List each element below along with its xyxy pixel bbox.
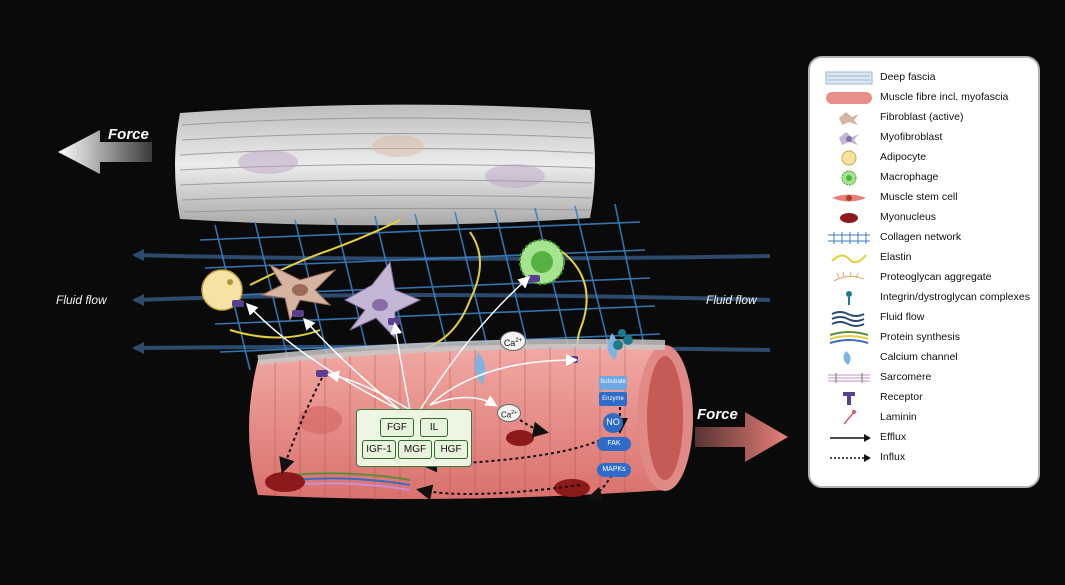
adipocyte-icon <box>841 150 857 166</box>
myonucleus-icon <box>840 213 858 223</box>
signal-pathway <box>597 376 631 477</box>
growth-factor-il: IL <box>420 418 448 437</box>
adipocyte <box>201 269 243 311</box>
growth-factor-fgf: FGF <box>380 418 414 437</box>
force-label-left: Force <box>108 126 149 143</box>
legend-label: Calcium channel <box>880 351 958 363</box>
integrin-icon <box>846 291 852 305</box>
fluid-flow-label-right: Fluid flow <box>706 293 757 307</box>
muscle-stem-cell-icon <box>832 194 866 202</box>
elastin-icon <box>831 254 867 264</box>
calcium-channel-icon <box>843 351 851 365</box>
legend-item-adipocyte: Adipocyte <box>810 148 1042 168</box>
myonuclei <box>265 430 590 497</box>
legend-item-integrin: Integrin/dystroglycan complexes <box>810 288 1042 308</box>
enzyme-label: Enzyme <box>602 396 624 402</box>
force-label-right: Force <box>697 406 738 423</box>
muscle-fibre-icon <box>826 92 872 104</box>
legend-item-influx: Influx <box>810 448 1042 468</box>
fibroblast-icon <box>839 112 859 125</box>
macrophage-icon <box>841 170 857 186</box>
legend-panel: Deep fascia Muscle fibre incl. myofascia… <box>808 56 1040 488</box>
sarcomere-icon <box>828 373 870 383</box>
fak-label: FAK <box>607 440 621 447</box>
legend-item-fluid-flow: Fluid flow <box>810 308 1042 328</box>
legend-label: Collagen network <box>880 231 962 243</box>
legend-item-muscle-fibre: Muscle fibre incl. myofascia <box>810 88 1042 108</box>
legend-item-collagen: Collagen network <box>810 228 1042 248</box>
legend-item-macrophage: Macrophage <box>810 168 1042 188</box>
legend-item-myonucleus: Myonucleus <box>810 208 1042 228</box>
legend-label: Protein synthesis <box>880 331 960 343</box>
legend-label: Myofibroblast <box>880 131 943 143</box>
nitric-oxide-label: NO <box>606 417 620 427</box>
substrate-label: Substrate <box>600 379 626 385</box>
legend-item-fibroblast: Fibroblast (active) <box>810 108 1042 128</box>
legend-item-receptor: Receptor <box>810 388 1042 408</box>
legend-label: Laminin <box>880 411 917 423</box>
legend-item-muscle-stem-cell: Muscle stem cell <box>810 188 1042 208</box>
fluid-flow-label-left: Fluid flow <box>56 293 107 307</box>
legend-label: Myonucleus <box>880 211 937 223</box>
growth-factor-igf1: IGF-1 <box>362 440 396 459</box>
receptors <box>232 275 578 377</box>
mapks-label: MAPKs <box>602 466 626 473</box>
legend-item-laminin: Laminin <box>810 408 1042 428</box>
calcium-ion-2: Ca2+ <box>497 404 521 422</box>
laminin-icon <box>843 410 856 425</box>
legend-label: Muscle stem cell <box>880 191 958 203</box>
fluid-flow-icon <box>831 311 865 327</box>
influx-arrow-icon <box>830 454 871 462</box>
force-arrow-left <box>58 130 152 174</box>
legend-label: Efflux <box>880 431 907 443</box>
calcium-ion-1: Ca2+ <box>500 331 526 351</box>
legend-item-proteoglycan: Proteoglycan aggregate <box>810 268 1042 288</box>
efflux-arrows <box>245 275 578 411</box>
legend-label: Receptor <box>880 391 923 403</box>
legend-label: Elastin <box>880 251 912 263</box>
legend-item-protein-synthesis: Protein synthesis <box>810 328 1042 348</box>
force-arrow-right <box>695 412 788 462</box>
legend-label: Sarcomere <box>880 371 932 383</box>
legend-item-deep-fascia: Deep fascia <box>810 68 1042 88</box>
growth-factor-mgf: MGF <box>398 440 432 459</box>
integrin-complexes <box>613 329 633 350</box>
macrophage <box>519 239 565 285</box>
protein-synthesis-icon <box>829 331 869 344</box>
legend-label: Proteoglycan aggregate <box>880 271 992 283</box>
myofibroblast <box>343 260 422 340</box>
deep-fascia <box>175 104 595 226</box>
legend-label: Integrin/dystroglycan complexes <box>880 291 1030 303</box>
efflux-arrow-icon <box>830 434 871 442</box>
legend-item-myofibroblast: Myofibroblast <box>810 128 1042 148</box>
influx-arrows <box>279 377 628 503</box>
legend-item-calcium-channel: Calcium channel <box>810 348 1042 368</box>
legend-label: Fluid flow <box>880 311 925 323</box>
deep-fascia-icon <box>825 71 873 85</box>
legend-label: Deep fascia <box>880 71 936 83</box>
receptor-icon <box>843 392 855 405</box>
myofibroblast-icon <box>839 132 859 145</box>
legend-label: Adipocyte <box>880 151 927 163</box>
growth-factor-hgf: HGF <box>434 440 468 459</box>
legend-label: Fibroblast (active) <box>880 111 964 123</box>
proteoglycan-icon <box>833 271 865 282</box>
collagen-network-icon <box>828 232 870 244</box>
fibroblast <box>260 263 337 322</box>
legend-label: Muscle fibre incl. myofascia <box>880 91 1009 103</box>
legend-label: Influx <box>880 451 906 463</box>
legend-item-sarcomere: Sarcomere <box>810 368 1042 388</box>
legend-item-elastin: Elastin <box>810 248 1042 268</box>
legend-item-efflux: Efflux <box>810 428 1042 448</box>
legend-label: Macrophage <box>880 171 939 183</box>
